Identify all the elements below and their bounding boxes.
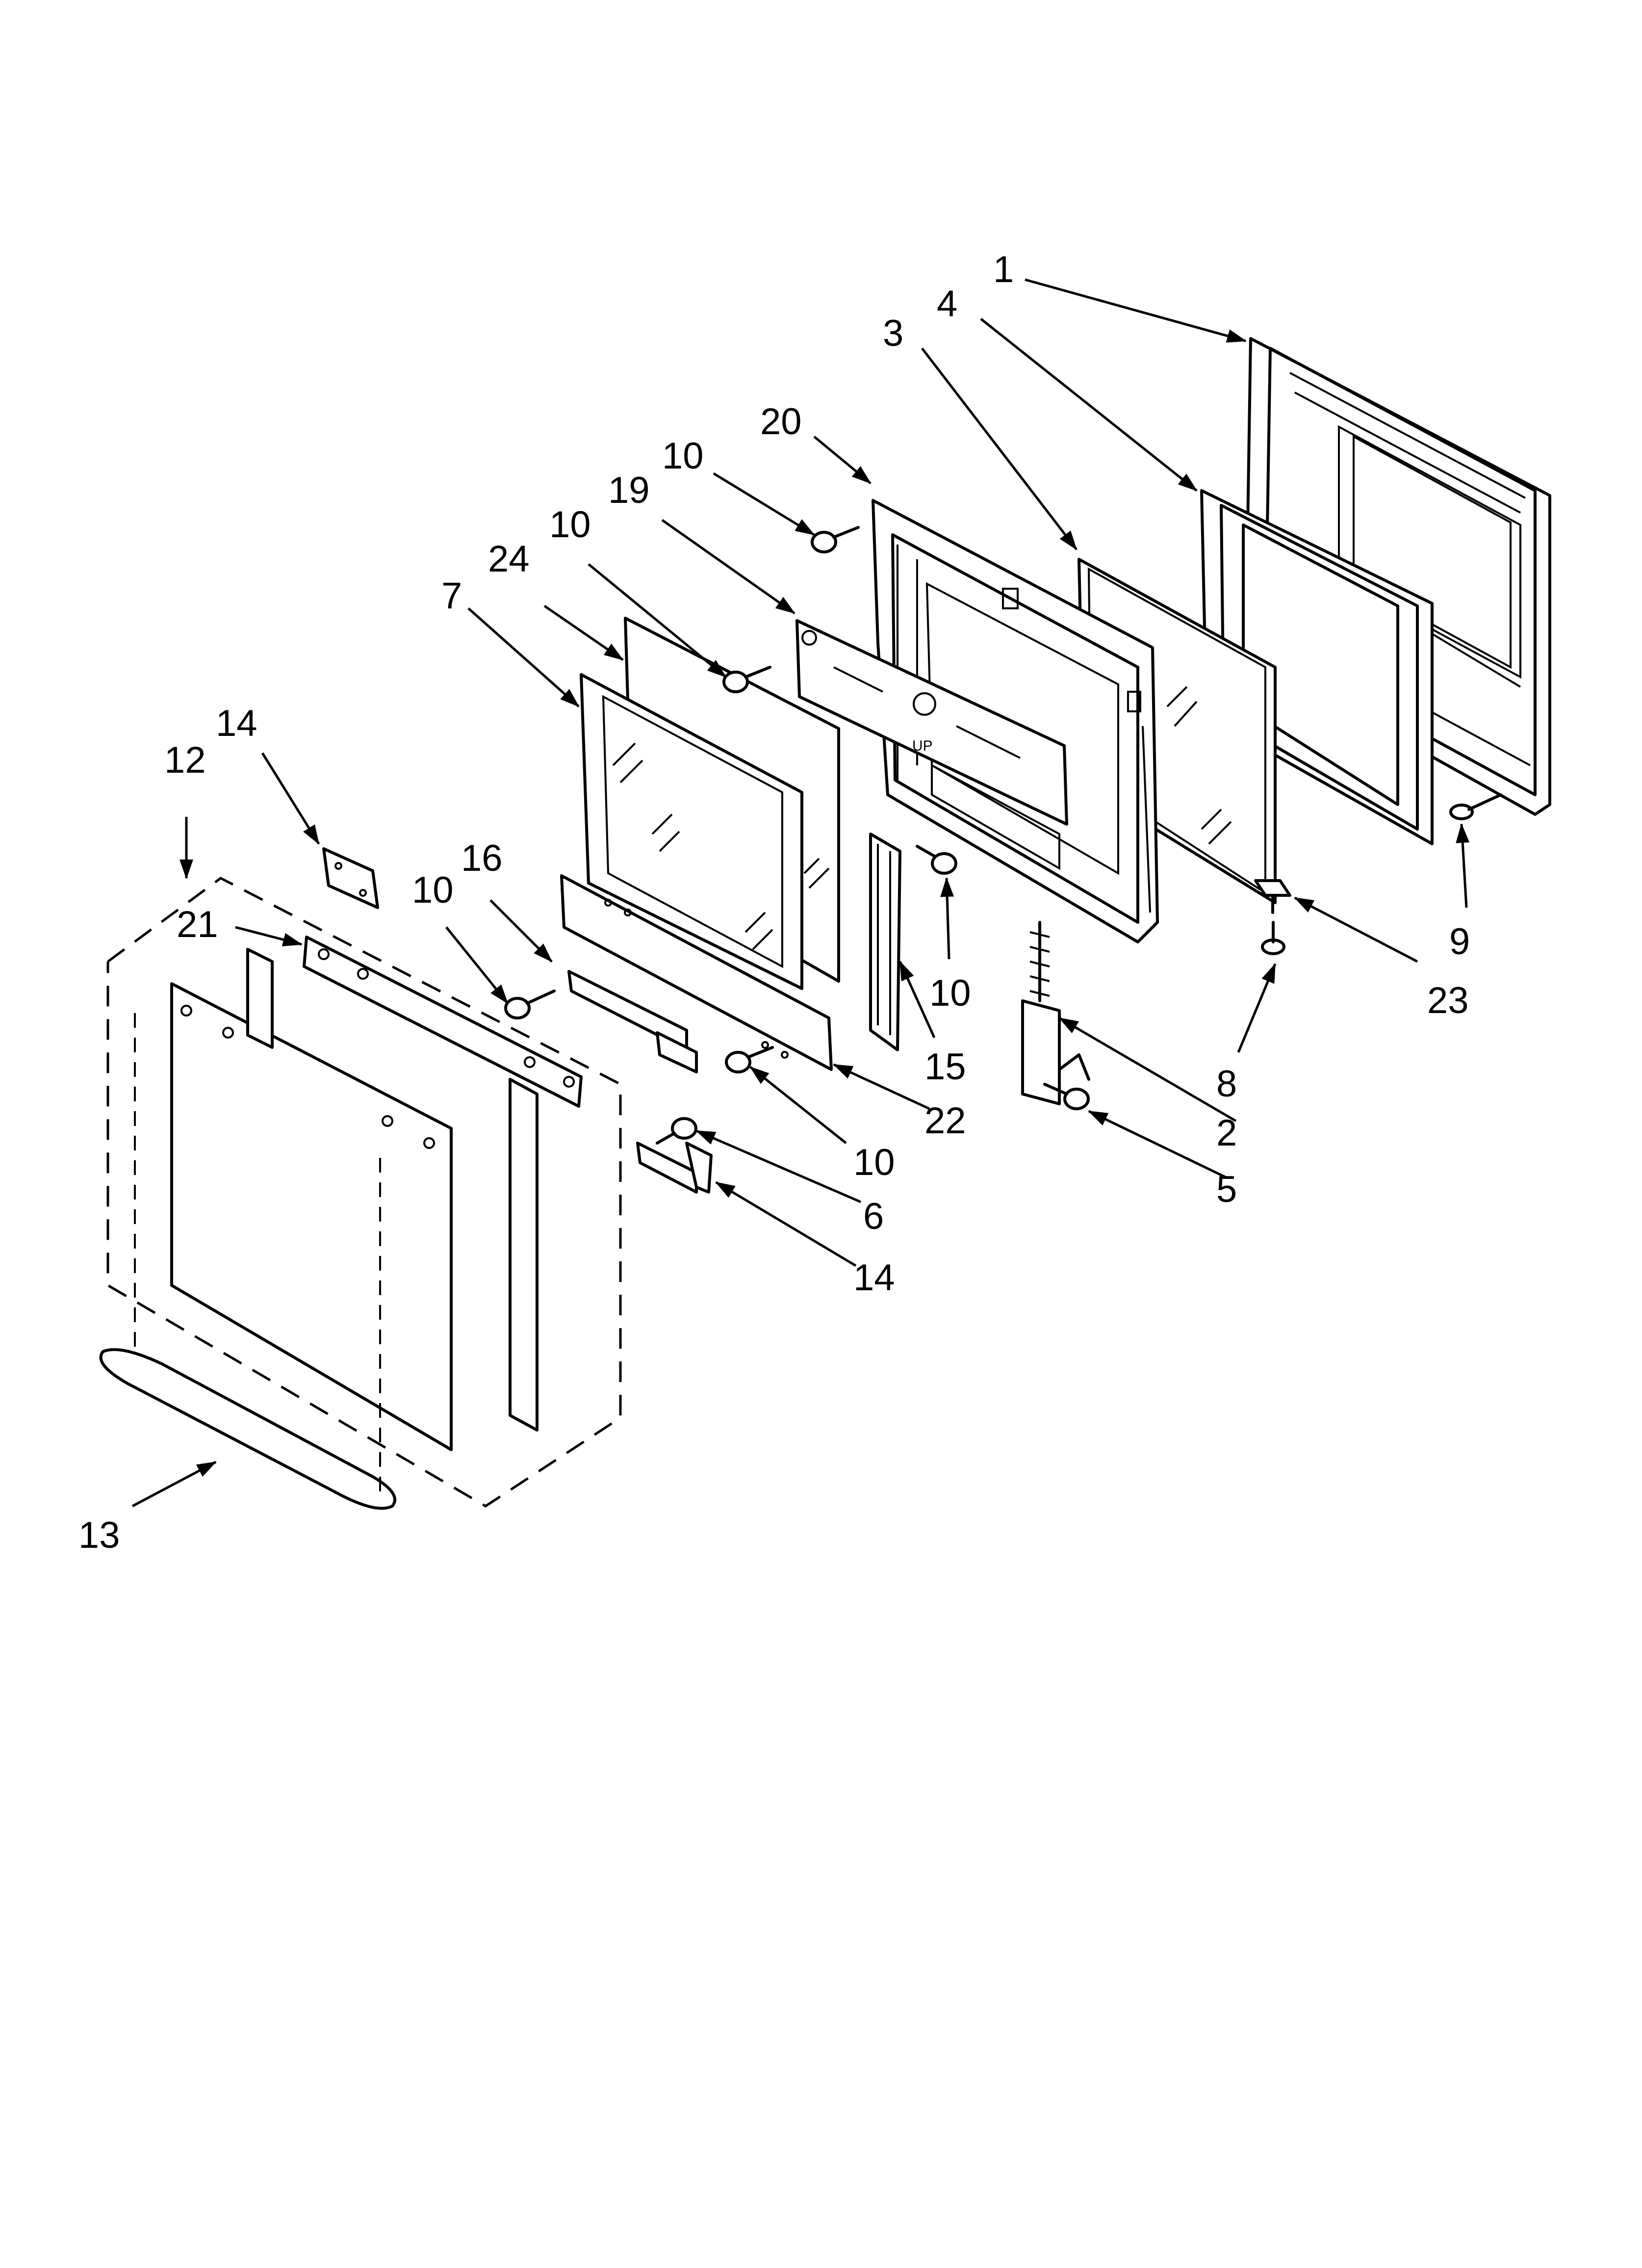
callout-4: 4 [937, 283, 957, 325]
vent-bracket [567, 970, 698, 1073]
screw-10-upper [722, 666, 771, 693]
callout-22: 22 [924, 1100, 966, 1142]
callout-20: 20 [760, 401, 802, 443]
callout-1: 1 [993, 249, 1014, 290]
screw-10-top [811, 526, 860, 553]
callout-10-left: 10 [412, 869, 454, 911]
screw-5-hinge [1043, 1083, 1090, 1110]
callout-8: 8 [1216, 1063, 1237, 1105]
callout-14-upper: 14 [216, 703, 257, 744]
callout-10-rail: 10 [929, 972, 971, 1014]
callout-2: 2 [1216, 1112, 1237, 1154]
side-trim-left [246, 948, 274, 1049]
outer-door-assembly-outline [106, 877, 622, 1508]
callout-6: 6 [863, 1196, 884, 1237]
leader-lines [131, 278, 1470, 1508]
screw-10-lower [725, 1046, 774, 1073]
callout-10-top: 10 [662, 435, 704, 477]
callout-16: 16 [461, 837, 503, 879]
callout-10-lower: 10 [853, 1142, 895, 1183]
door-clip [1254, 879, 1291, 914]
screw-10-rail [916, 845, 957, 875]
callout-19: 19 [608, 469, 650, 511]
side-trim-right [509, 1078, 539, 1432]
panel-stamp-up: UP [912, 738, 933, 754]
callout-14-lower: 14 [853, 1257, 895, 1299]
callout-3: 3 [883, 313, 903, 354]
bottom-trim [560, 874, 833, 1071]
callout-15: 15 [924, 1046, 966, 1088]
callout-24: 24 [488, 538, 530, 580]
door-hinge [1021, 921, 1090, 1105]
outer-door-glass [170, 982, 453, 1451]
bracket-14-upper [322, 847, 379, 909]
callout-21: 21 [177, 904, 218, 945]
door-handle [99, 1013, 396, 1510]
callout-7: 7 [441, 575, 462, 617]
screw-6 [656, 1117, 697, 1145]
screw-10-left [504, 990, 556, 1019]
knob-screw [1449, 793, 1502, 820]
door-shield-bracket: UP [795, 619, 1068, 870]
callout-10-upper: 10 [549, 504, 591, 546]
side-rail [869, 833, 901, 1051]
callout-13: 13 [78, 1514, 120, 1556]
callout-5: 5 [1216, 1169, 1237, 1210]
callout-labels: 1 4 3 20 10 19 10 24 7 14 12 16 10 21 10… [78, 249, 1470, 1556]
outer-glass-panel [580, 673, 803, 990]
callout-23: 23 [1427, 980, 1469, 1021]
callout-12: 12 [164, 739, 206, 781]
top-strip [303, 936, 583, 1108]
callout-9: 9 [1449, 921, 1470, 963]
clip-screw [1261, 921, 1285, 955]
bracket-14-lower [636, 1142, 713, 1194]
